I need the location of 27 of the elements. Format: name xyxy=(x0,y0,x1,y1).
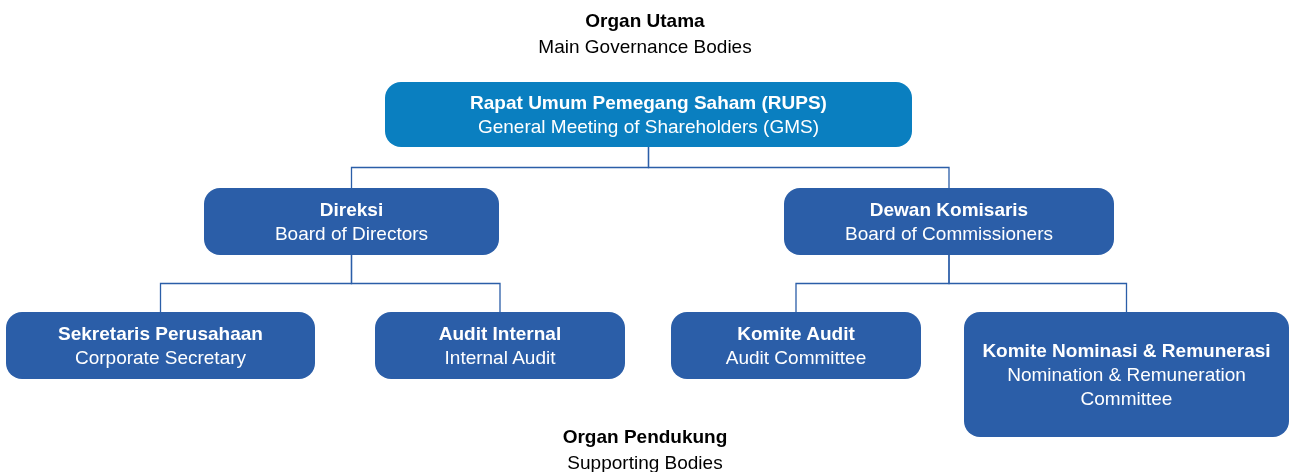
box-subtitle: Internal Audit xyxy=(444,345,556,370)
org-box xyxy=(784,188,1114,255)
org-box xyxy=(375,312,625,379)
section-heading: Organ Pendukung xyxy=(561,425,729,449)
box-title: Komite Nominasi & Remunerasi xyxy=(982,338,1271,363)
box-title: Sekretaris Perusahaan xyxy=(58,321,263,346)
box-title: Direksi xyxy=(319,197,384,222)
org-box xyxy=(964,312,1289,437)
section-subheading: Main Governance Bodies xyxy=(537,35,753,59)
box-title: Komite Audit xyxy=(737,321,855,346)
box-subtitle: General Meeting of Shareholders (GMS) xyxy=(477,114,820,139)
org-box xyxy=(6,312,315,379)
box-subtitle: Board of Directors xyxy=(274,221,429,246)
org-box xyxy=(385,82,912,147)
connector-line xyxy=(350,254,501,313)
connector-line xyxy=(647,146,950,189)
org-box xyxy=(671,312,921,379)
box-title: Rapat Umum Pemegang Saham (RUPS) xyxy=(470,90,827,115)
box-title: Dewan Komisaris xyxy=(869,197,1029,222)
box-subtitle: Nomination & Remuneration Committee xyxy=(1006,362,1247,411)
box-subtitle: Audit Committee xyxy=(725,345,867,370)
connector-line xyxy=(948,254,1128,313)
box-subtitle: Corporate Secretary xyxy=(74,345,247,370)
box-title: Audit Internal xyxy=(438,321,562,346)
section-heading: Organ Utama xyxy=(584,9,706,33)
box-subtitle: Board of Commissioners xyxy=(845,221,1053,246)
org-box xyxy=(204,188,499,255)
